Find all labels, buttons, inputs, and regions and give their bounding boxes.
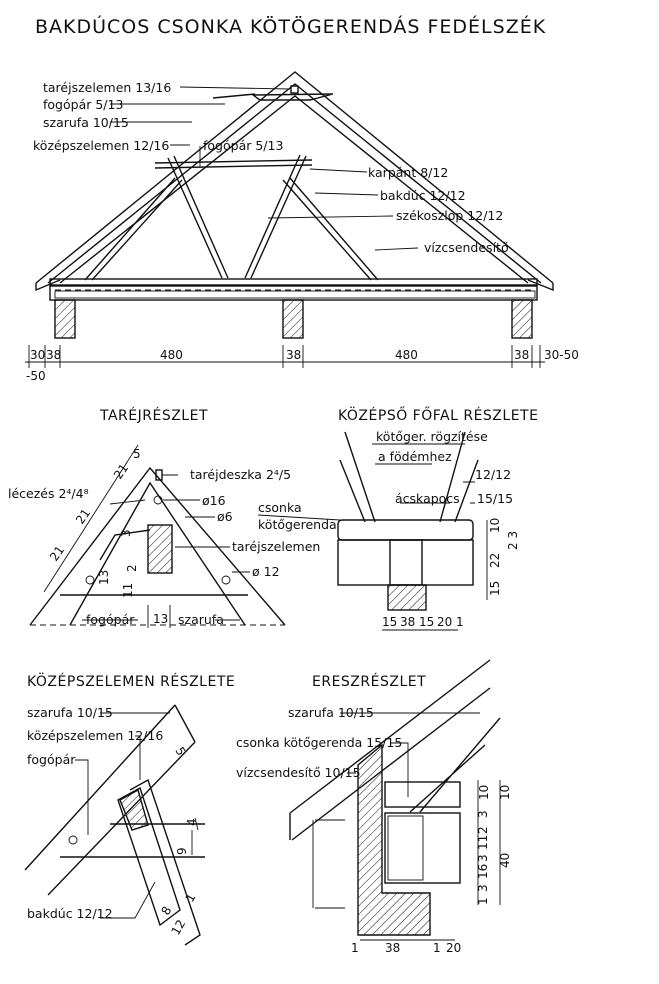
dim: 2 3 xyxy=(506,531,520,550)
dim: 1 xyxy=(182,891,198,905)
dim: 11 xyxy=(121,583,135,598)
label-12-12: 12/12 xyxy=(475,467,511,482)
dim: 13 xyxy=(153,612,168,626)
label-15-15: 15/15 xyxy=(477,491,513,506)
dim: 10 xyxy=(477,785,491,800)
ridge-purlin xyxy=(290,85,299,94)
ridge-purlin-section xyxy=(147,524,173,574)
middle-purlin-detail: KÖZÉPSZELEMEN RÉSZLETE szarufa 10/15 köz… xyxy=(24,672,235,946)
label-szarufa: szarufa 10/15 xyxy=(43,115,129,130)
dim: 30-50 xyxy=(544,348,579,362)
wall-section xyxy=(387,584,427,611)
label-kotogerenda: kötőgerenda xyxy=(258,517,337,532)
dim: 480 xyxy=(160,348,183,362)
dim: 1 xyxy=(476,897,490,905)
label-szekoszlop: székoszlop 12/12 xyxy=(396,208,503,223)
dim: 1 xyxy=(433,941,441,955)
heading-kozepszelemen: KÖZÉPSZELEMEN RÉSZLETE xyxy=(27,672,235,690)
dim: -50 xyxy=(26,369,46,383)
dim: 13 xyxy=(97,570,111,585)
label-karpant: karpánt 8/12 xyxy=(368,165,448,180)
dim: 480 xyxy=(395,348,418,362)
dim: 5 xyxy=(172,745,188,759)
dim: 30 xyxy=(30,348,45,362)
label-kozepszelemen: középszelemen 12/16 xyxy=(27,728,163,743)
dim: 38 xyxy=(514,348,529,362)
dim: 4 xyxy=(185,818,199,826)
dim: 38 xyxy=(46,348,61,362)
label-csonka: csonka kötőgerenda 15/15 xyxy=(236,735,402,750)
label-tarejdeszka: taréjdeszka 2⁴/5 xyxy=(190,467,291,482)
drawing-title: BAKDÚCOS CSONKA KÖTÖGERENDÁS FEDÉLSZÉK xyxy=(35,14,546,38)
left-wall xyxy=(54,299,76,339)
middle-wall-detail: KÖZÉPSŐ FŐFAL RÉSZLETE kötőger. rögzítés… xyxy=(257,406,538,631)
label-fogopar-mid: fogópár 5/13 xyxy=(203,138,283,153)
label-vizcsendesito: vízcsendesítő 10/15 xyxy=(236,765,361,780)
heading-ereszreszlet: ERESZRÉSZLET xyxy=(312,673,426,690)
dim: 21 xyxy=(73,506,93,527)
heading-tarejreszlet: TARÉJRÉSZLET xyxy=(99,407,208,424)
dim: 11 xyxy=(476,835,490,850)
label-phi12: ø 12 xyxy=(252,564,280,579)
label-fogopar: fogópár xyxy=(27,752,76,767)
middle-wall xyxy=(282,299,304,339)
dim: 2 xyxy=(125,564,139,572)
dim: 10 xyxy=(498,785,512,800)
label-lecezes: lécezés 2⁴/4⁸ xyxy=(8,486,89,501)
label-kozepszelemen: középszelemen 12/16 xyxy=(33,138,169,153)
dim: 38 xyxy=(385,941,400,955)
heading-fofal: KÖZÉPSŐ FŐFAL RÉSZLETE xyxy=(338,406,538,424)
label-vizcsendesito: vízcsendesítő xyxy=(424,240,509,255)
main-truss-elevation: taréjszelemen 13/16 fogópár 5/13 szarufa… xyxy=(25,71,579,383)
dim: 22 xyxy=(488,553,502,568)
right-wall xyxy=(511,299,533,339)
dim: 10 xyxy=(488,518,502,533)
dim: 3 xyxy=(476,810,490,818)
label-rogzites-1: kötőger. rögzítése xyxy=(376,429,488,444)
label-szarufa: szarufa xyxy=(178,612,224,627)
ridge-detail: TARÉJRÉSZLET 5 taréjdeszka 2⁴/5 lécezés … xyxy=(8,407,320,628)
dim: 1 xyxy=(351,941,359,955)
label-tarejszelemen: taréjszelemen 13/16 xyxy=(43,80,171,95)
dim: 38 xyxy=(286,348,301,362)
eave-detail: ERESZRÉSZLET szarufa 10/15 csonka kötőge… xyxy=(236,659,512,955)
label-phi6: ø6 xyxy=(217,509,233,524)
dim: 5 xyxy=(133,447,141,461)
dim: 3 xyxy=(119,529,133,537)
label-bakduc: bakdúc 12/12 xyxy=(380,188,466,203)
dim: 40 xyxy=(498,853,512,868)
dim: 2 xyxy=(476,826,490,834)
label-phi16: ø16 xyxy=(202,493,226,508)
dim: 12 xyxy=(168,917,188,937)
label-rogzites-2: a födémhez xyxy=(378,449,452,464)
label-fogopar-top: fogópár 5/13 xyxy=(43,97,123,112)
dim: 38 xyxy=(400,615,415,629)
dim: 21 xyxy=(111,461,131,482)
label-csonka: csonka xyxy=(258,500,302,515)
dim: 1 xyxy=(456,615,464,629)
label-szarufa: szarufa 10/15 xyxy=(27,705,113,720)
label-bakduc: bakdúc 12/12 xyxy=(27,906,113,921)
dim: 15 xyxy=(488,581,502,596)
label-acskapocs: ácskapocs xyxy=(395,491,460,506)
label-tarejszelemen: taréjszelemen xyxy=(232,539,320,554)
dim: 20 xyxy=(437,615,452,629)
dim: 9 xyxy=(175,847,189,855)
dim: 3 xyxy=(476,854,490,862)
dim: 20 xyxy=(446,941,461,955)
label-szarufa: szarufa 10/15 xyxy=(288,705,374,720)
dim: 15 xyxy=(419,615,434,629)
dim: 15 xyxy=(382,615,397,629)
label-fogopar: fogópár xyxy=(86,612,135,627)
dim: 16 xyxy=(476,864,490,879)
dim: 3 xyxy=(476,884,490,892)
